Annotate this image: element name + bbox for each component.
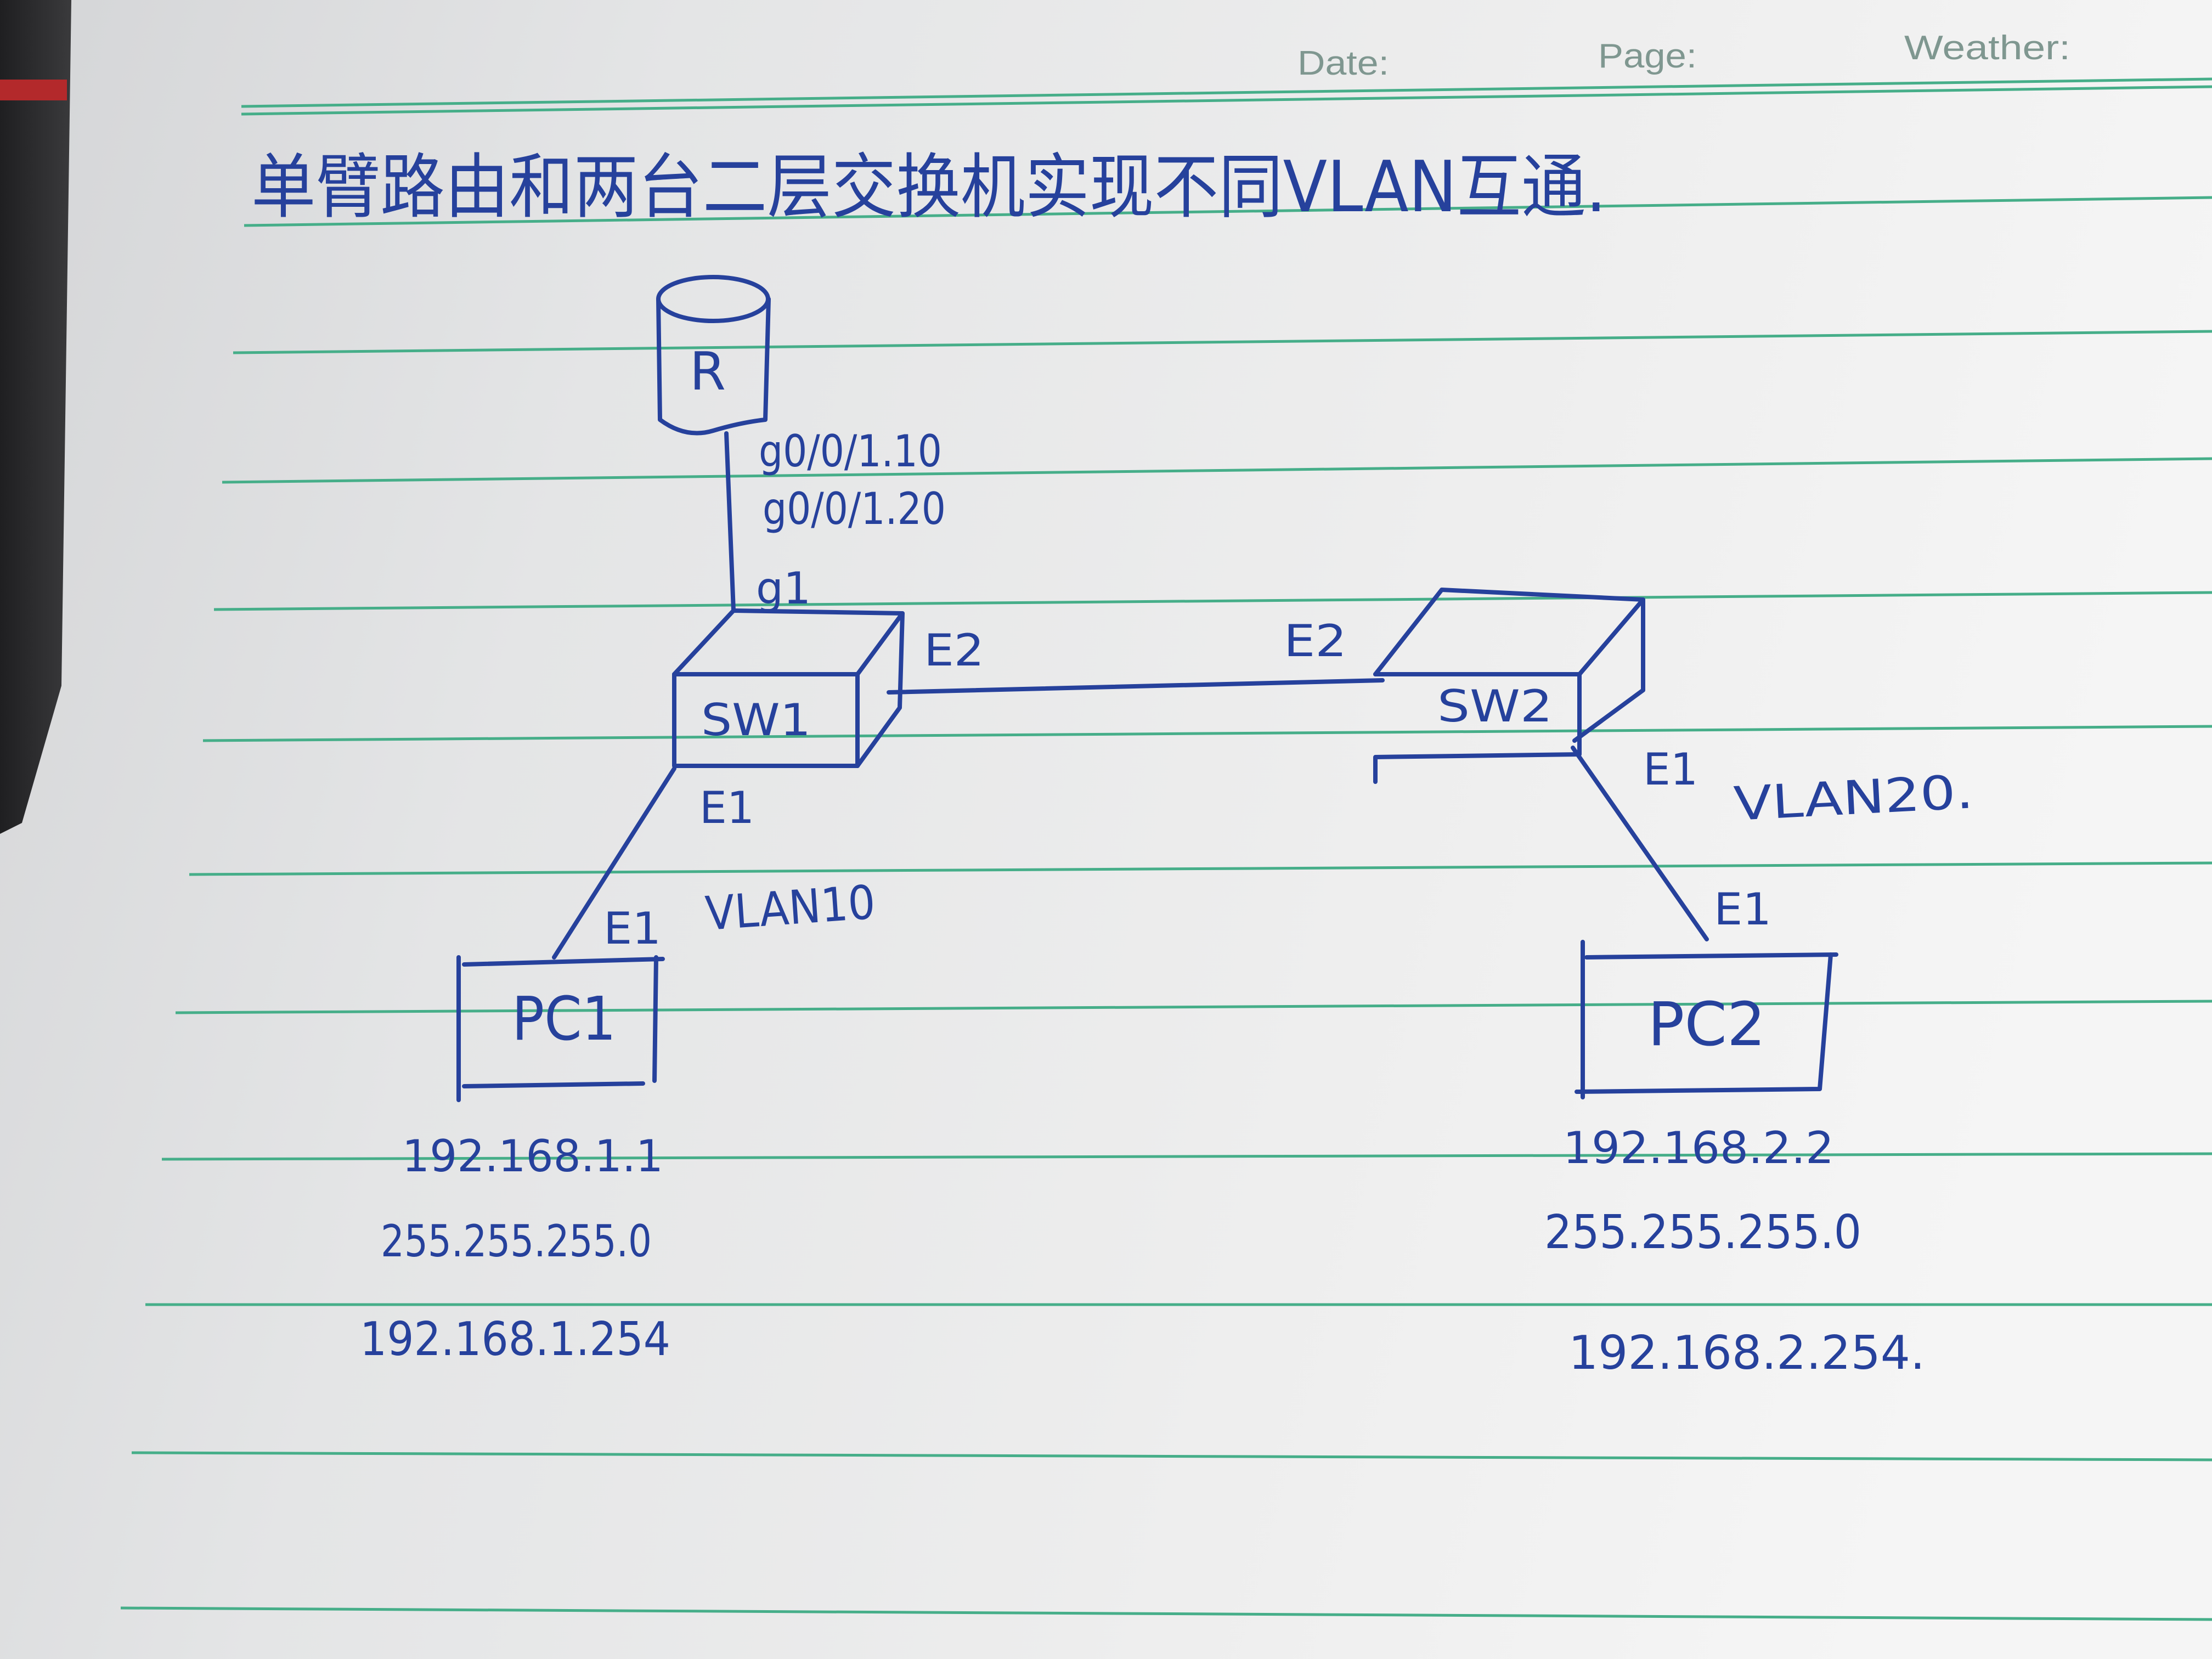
ruled-lines <box>120 77 2212 1621</box>
pc1-box <box>456 955 665 1102</box>
pc-2-node: PC2 E1 VLAN20. 192.168.2.2 255.255.255.0… <box>1544 765 1975 1380</box>
pc2-subnet-mask: 255.255.255.0 <box>1544 1205 1861 1260</box>
sw2-side-face <box>1572 597 1645 743</box>
sw2-front-face <box>1373 672 1582 784</box>
pc2-gateway: 192.168.2.254. <box>1568 1326 1925 1380</box>
date-label: Date: <box>1297 44 1389 82</box>
router-subinterface-10: g0/0/1.10 <box>759 426 942 477</box>
pc2-vlan-label: VLAN20. <box>1733 765 1975 832</box>
page-title: 单臂路由和两台二层交换机实现不同VLAN互通. <box>251 146 1606 228</box>
page-header: Date: Page: Weather: <box>1297 29 2070 82</box>
switch-2-node: SW2 E2 E1 <box>1284 588 1698 795</box>
sw1-top-face <box>672 608 905 676</box>
pc2-port-label: E1 <box>1714 884 1771 935</box>
ruled-line <box>161 1152 2212 1161</box>
ruled-line <box>241 85 2212 116</box>
pc-1-node: PC1 E1 VLAN10 192.168.1.1 255.255.255.0 … <box>360 876 877 1367</box>
page-label: Page: <box>1598 37 1697 75</box>
pc1-gateway: 192.168.1.254 <box>360 1312 670 1367</box>
router-cylinder-body <box>656 297 771 436</box>
ruled-line <box>233 330 2212 354</box>
ruled-line <box>189 861 2212 876</box>
pc1-port-label: E1 <box>603 903 661 954</box>
sw1-side-face <box>855 611 905 768</box>
pc1-ip-address: 192.168.1.1 <box>402 1131 663 1182</box>
pc2-box <box>1575 940 1838 1099</box>
pc1-vlan-label: VLAN10 <box>704 876 877 941</box>
pc2-label: PC2 <box>1648 989 1766 1059</box>
link-sw1-sw2 <box>887 678 1385 695</box>
ruled-line <box>241 77 2212 108</box>
desk-red-stripe <box>0 80 67 100</box>
router-node: R g0/0/1.10 g0/0/1.20 <box>656 275 946 534</box>
sw1-uplink-port-label: g1 <box>756 563 811 614</box>
sw1-access-port-label: E1 <box>699 782 754 833</box>
sw2-trunk-port-label: E2 <box>1284 616 1347 667</box>
pc1-subnet-mask: 255.255.255.0 <box>381 1216 652 1267</box>
pc2-ip-address: 192.168.2.2 <box>1563 1122 1834 1173</box>
sw1-label: SW1 <box>701 695 811 746</box>
ruled-line <box>244 196 2212 227</box>
desk-edge <box>0 0 71 834</box>
pc1-label: PC1 <box>512 984 616 1054</box>
link-sw2-pc2 <box>1571 746 1709 941</box>
links <box>552 431 1709 960</box>
weather-label: Weather: <box>1904 29 2070 67</box>
ruled-line <box>120 1606 2212 1621</box>
router-label: R <box>690 342 726 402</box>
ruled-line <box>222 457 2212 484</box>
ruled-line <box>213 591 2212 611</box>
link-router-sw1 <box>724 431 736 613</box>
link-sw1-pc1 <box>552 766 676 960</box>
sw2-top-face <box>1373 588 1645 676</box>
ruled-line <box>131 1451 2212 1462</box>
switch-1-node: SW1 g1 E2 E1 <box>672 563 984 833</box>
router-subinterface-20: g0/0/1.20 <box>763 483 946 534</box>
ruled-line <box>202 725 2212 742</box>
sw1-trunk-port-label: E2 <box>924 625 984 676</box>
ruled-line <box>175 1000 2212 1014</box>
sw2-label: SW2 <box>1437 681 1553 732</box>
sw2-access-port-label: E1 <box>1643 744 1698 795</box>
